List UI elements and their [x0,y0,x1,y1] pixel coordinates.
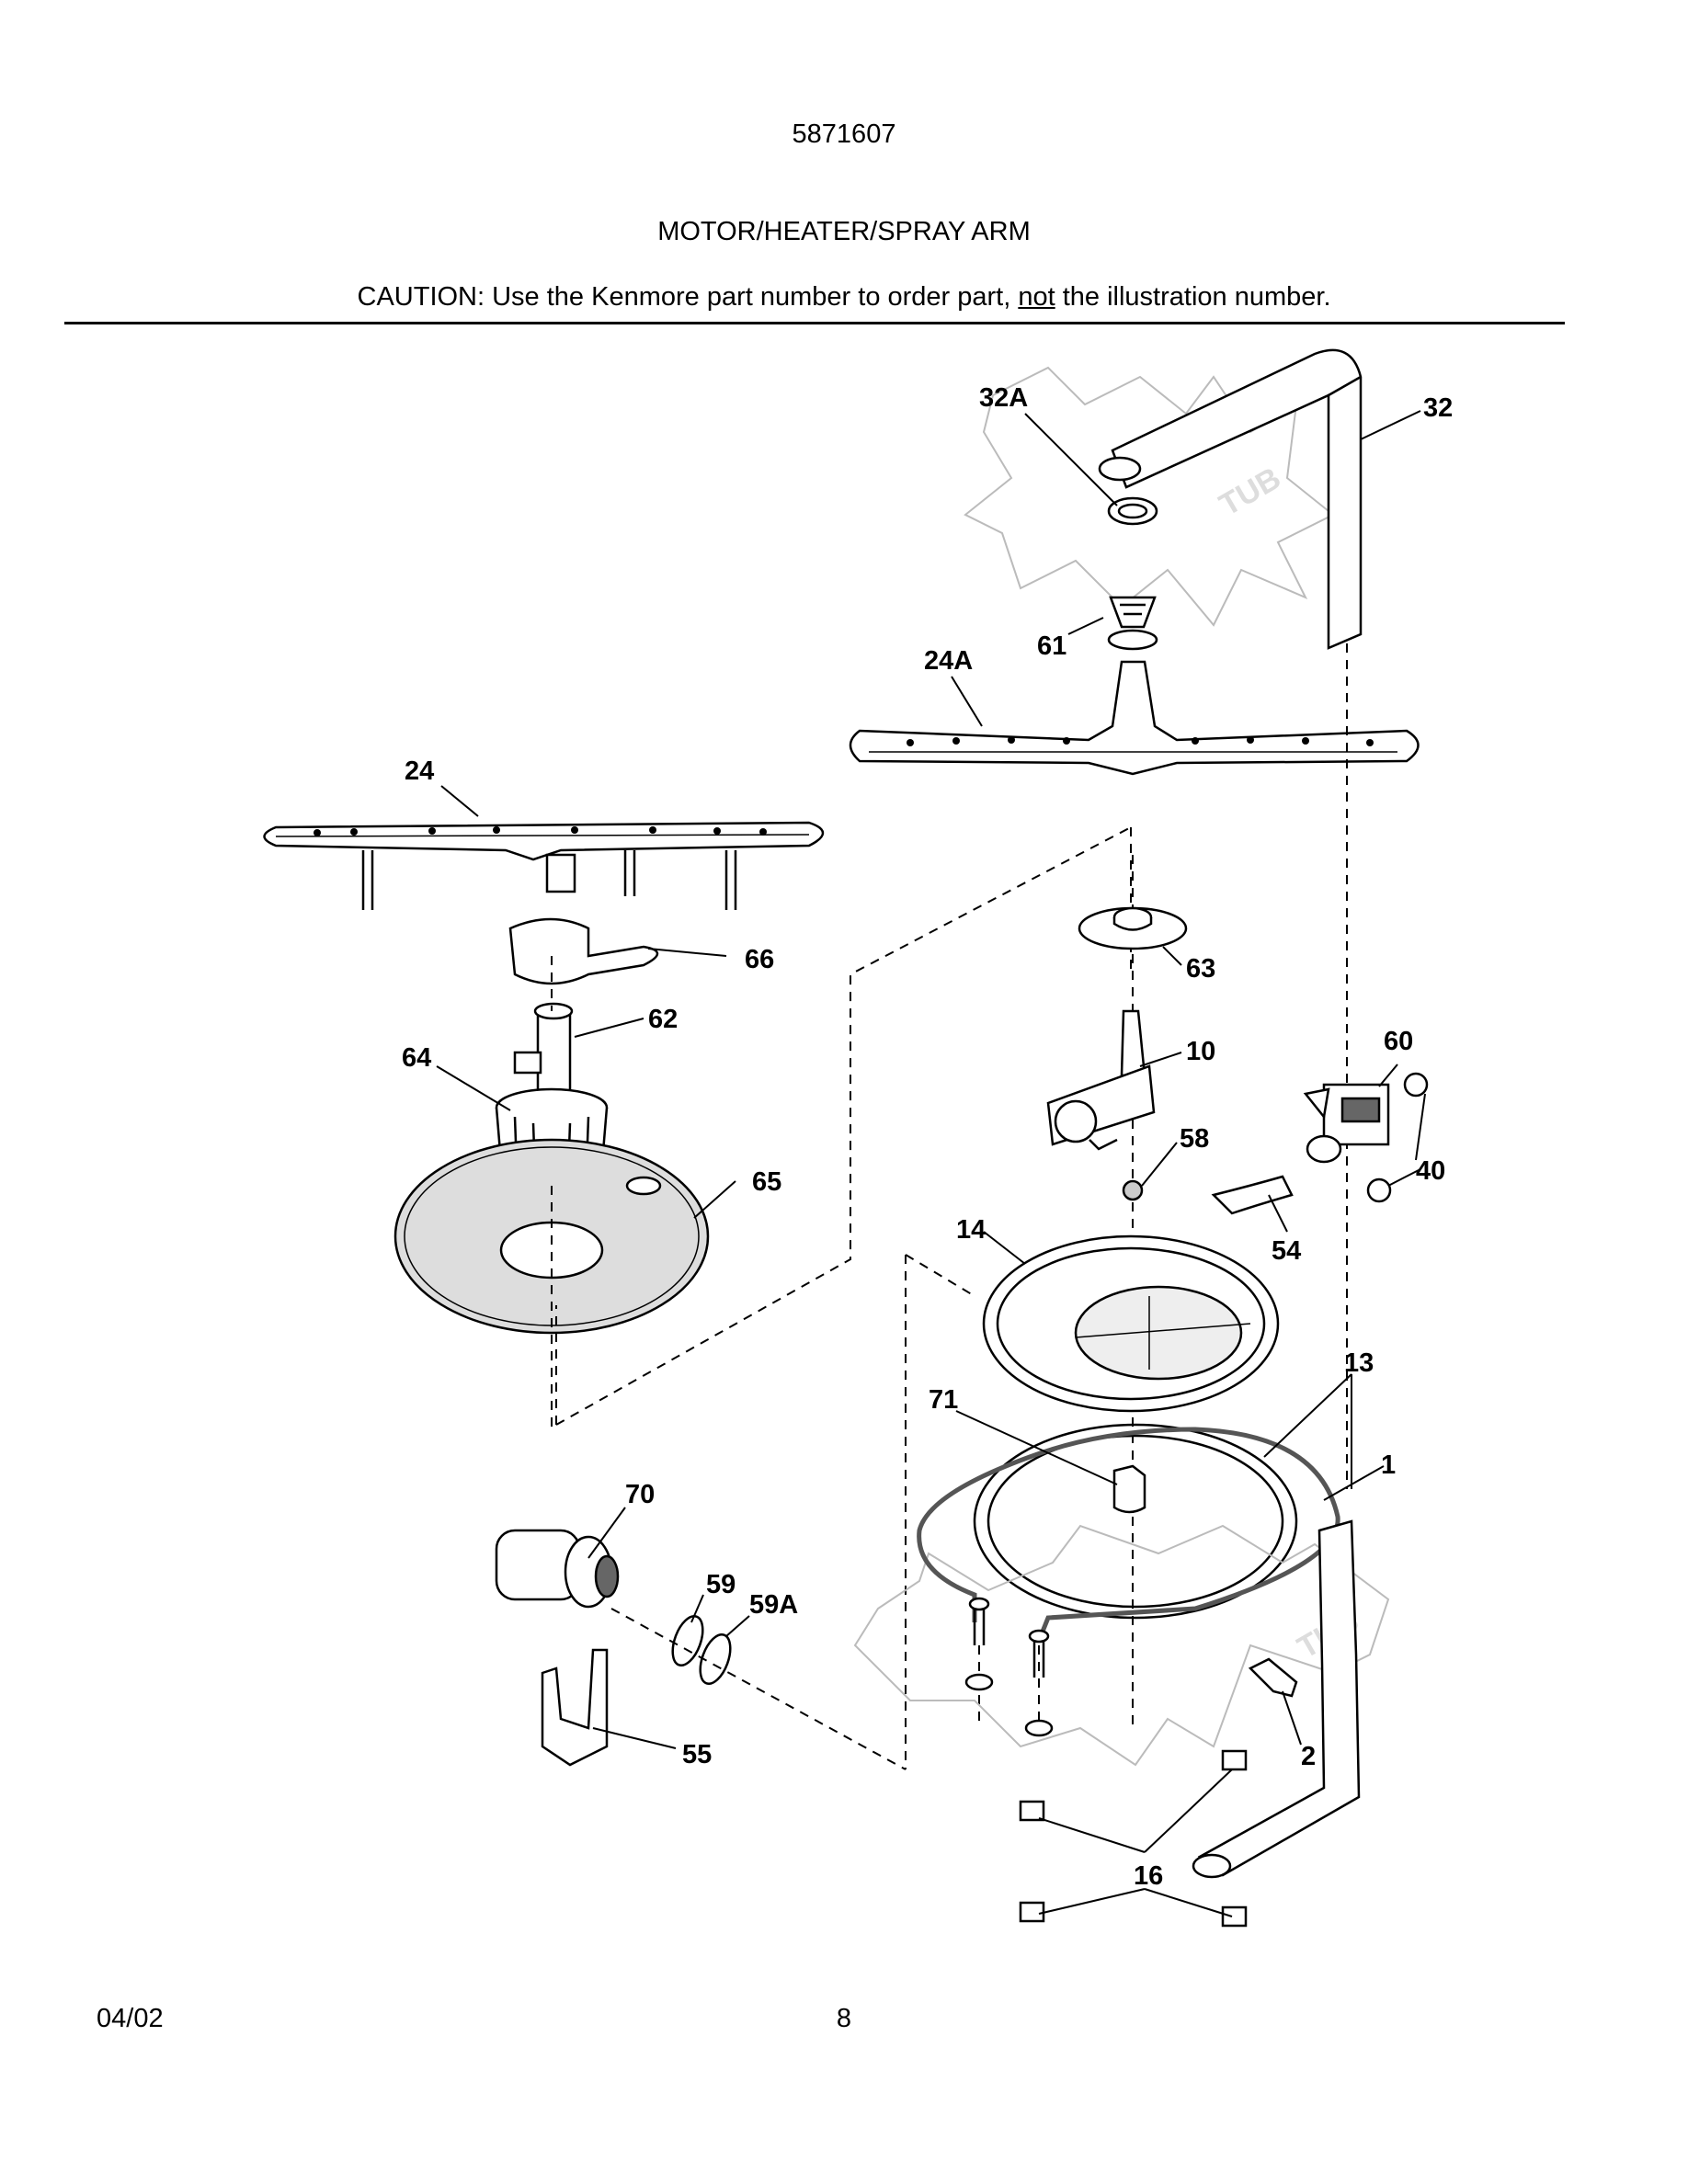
callout-32: 32 [1423,393,1453,423]
callout-61: 61 [1037,631,1066,661]
tub-label-upper: TUB [1214,461,1287,523]
caution-text-end: the illustration number. [1055,282,1331,312]
cover-63 [1078,906,1188,950]
o-ring-59 [671,1615,704,1666]
drain-valve-60 [1303,1083,1390,1164]
pump-housing-10 [1046,1009,1156,1151]
header-divider [64,322,1565,324]
callout-24a: 24A [924,646,973,676]
callout-59: 59 [706,1570,736,1599]
caution-text-start: CAUTION: Use the Kenmore part number to … [357,282,1019,312]
clamp-40-lower [1366,1177,1392,1203]
callout-14: 14 [956,1215,986,1245]
filter-post-71 [1112,1464,1146,1514]
callout-10: 10 [1186,1037,1215,1066]
callout-63: 63 [1186,954,1215,984]
clips-16 [1019,1749,1248,1928]
lower-tub-outline [853,1524,1390,1767]
spray-nozzle-61 [1107,596,1158,651]
callout-13: 13 [1344,1348,1374,1378]
clamp-40-upper [1403,1072,1429,1098]
callout-58: 58 [1180,1124,1209,1154]
caution-note: CAUTION: Use the Kenmore part number to … [0,282,1688,313]
callout-24: 24 [405,756,434,786]
callout-66: 66 [745,945,774,974]
heater-fastener-right [1024,1629,1054,1737]
heater-fastener-left [964,1597,994,1691]
motor-70 [495,1529,620,1609]
lower-feed-tube [1192,1519,1361,1879]
o-ring-59a [699,1633,732,1685]
callout-16: 16 [1134,1861,1163,1891]
bracket-2 [1248,1657,1298,1698]
callout-70: 70 [625,1480,655,1509]
lower-spray-arm [263,821,825,910]
document-number: 5871607 [792,119,896,149]
callout-54: 54 [1272,1236,1301,1266]
callout-leaders [436,410,1426,1917]
drain-hose-54 [1211,1175,1294,1215]
callout-32a: 32A [979,383,1028,413]
gasket-13 [973,1423,1298,1620]
seal-32a [1107,496,1158,526]
check-ball-58 [1122,1179,1144,1201]
callout-40: 40 [1416,1156,1445,1186]
deflector-66 [508,917,659,985]
callout-71: 71 [929,1385,958,1415]
callout-65: 65 [752,1167,781,1197]
upper-feed-tube [1098,348,1363,650]
caution-emphasis: not [1018,282,1055,312]
callout-1: 1 [1381,1450,1396,1480]
callout-55: 55 [682,1740,712,1769]
callout-2: 2 [1301,1742,1316,1771]
footer-date: 04/02 [97,2004,164,2033]
sump-14 [982,1234,1280,1413]
wash-tower-62 [513,1002,574,1096]
page-title: MOTOR/HEATER/SPRAY ARM [657,217,1031,246]
callout-62: 62 [648,1005,678,1034]
callout-60: 60 [1384,1027,1413,1056]
upper-spray-arm [849,660,1420,776]
page-number: 8 [836,2004,852,2033]
callout-59a: 59A [749,1590,798,1620]
callout-64: 64 [402,1043,431,1073]
upper-tub-outline [964,366,1335,627]
motor-bracket-55 [541,1648,609,1767]
